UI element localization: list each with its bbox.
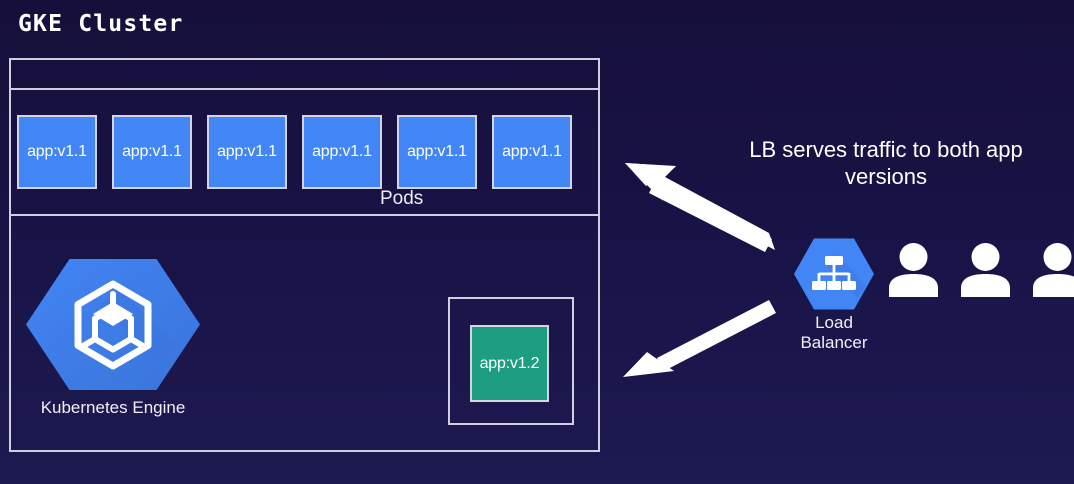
user-icon [1032,243,1074,297]
load-balancer-label: Load Balancer [770,313,898,354]
pod-label: app:v1.1 [27,143,87,160]
pod-label: app:v1.1 [502,143,562,160]
page-title: GKE Cluster [18,11,184,37]
user-icon [960,243,1011,297]
pod-app-v1-1[interactable]: app:v1.1 [397,115,477,189]
cluster-header-strip [11,60,598,90]
pod-label: app:v1.1 [407,143,467,160]
canary-pod-container: app:v1.2 [448,297,574,425]
pod-app-v1-2[interactable]: app:v1.2 [470,325,549,402]
kubernetes-engine-icon [26,258,200,391]
pod-label: app:v1.1 [217,143,277,160]
lb-caption-line-2: versions [845,163,927,189]
load-balancer-icon[interactable] [794,238,874,310]
pod-app-v1-1[interactable]: app:v1.1 [112,115,192,189]
arrow-to-canary [623,300,776,377]
pod-app-v1-1[interactable]: app:v1.1 [207,115,287,189]
lb-caption: LB serves traffic to both app versions [716,137,1056,191]
pods-group-label: Pods [380,188,424,209]
pod-label: app:v1.2 [479,354,540,372]
pod-label: app:v1.1 [312,143,372,160]
pod-label: app:v1.1 [122,143,182,160]
lb-caption-line-1: LB serves traffic to both app [749,137,1023,162]
users-group [888,243,1074,297]
load-balancer-block: Load Balancer [770,238,898,354]
gke-cluster-boundary: app:v1.1 app:v1.1 app:v1.1 app:v1.1 app:… [9,58,600,452]
pods-row: app:v1.1 app:v1.1 app:v1.1 app:v1.1 app:… [11,90,598,216]
user-icon [888,243,939,297]
load-balancer-label-line-1: Load [815,313,853,332]
kubernetes-engine-block: Kubernetes Engine [22,258,204,418]
kubernetes-engine-label: Kubernetes Engine [40,398,186,417]
pod-app-v1-1[interactable]: app:v1.1 [302,115,382,189]
pod-app-v1-1[interactable]: app:v1.1 [17,115,97,189]
load-balancer-label-line-2: Balancer [800,333,868,353]
pod-app-v1-1[interactable]: app:v1.1 [492,115,572,189]
